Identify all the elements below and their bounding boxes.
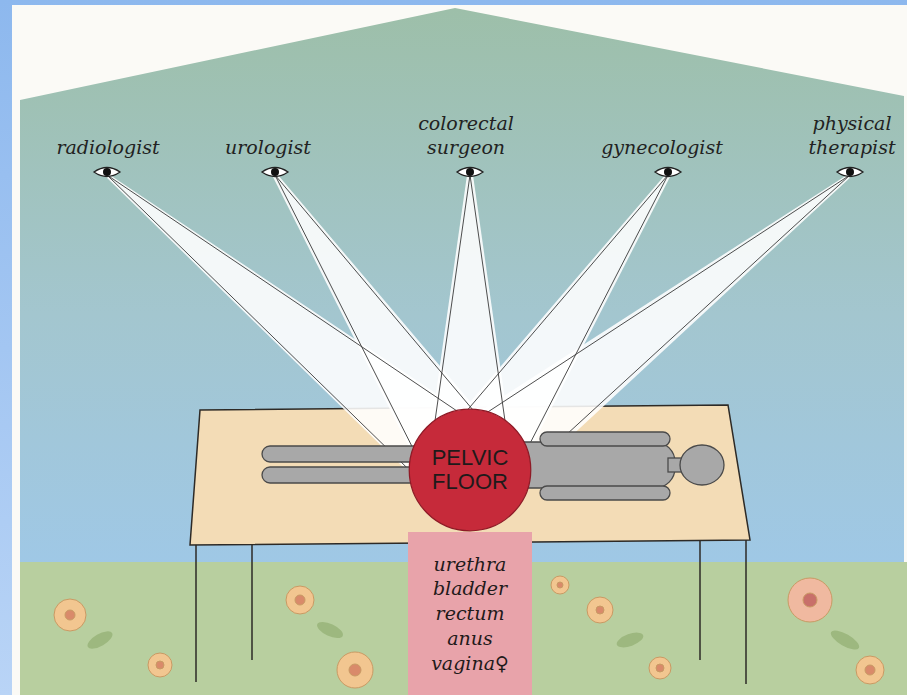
specialist-label: physical therapist <box>808 111 895 160</box>
organ-band: urethra bladder rectum anus vagina♀ <box>408 532 532 695</box>
beams <box>104 175 853 505</box>
circle-fill <box>409 409 531 531</box>
wall-wash <box>20 8 904 566</box>
eye-symbols <box>94 168 863 177</box>
organ-circle: PELVIC FLOOR <box>408 408 532 532</box>
paper <box>12 5 907 695</box>
specialist-label: urologist <box>225 135 311 160</box>
specialist-label: gynecologist <box>601 135 723 160</box>
node-text: urethra bladder rectum anus vagina♀ <box>431 552 509 675</box>
node-text: PELVIC FLOOR <box>422 446 518 494</box>
specialist-label: radiologist <box>56 135 159 160</box>
band-fill <box>408 532 532 695</box>
specialist-label: colorectal surgeon <box>418 111 514 160</box>
